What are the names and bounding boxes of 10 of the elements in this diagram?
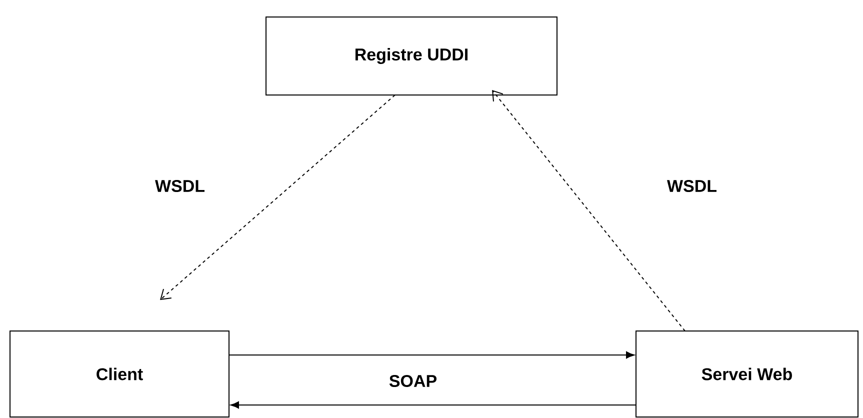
- arrow: [492, 90, 686, 332]
- edge-label: WSDL: [666, 178, 718, 194]
- edge-label: WSDL: [154, 178, 206, 194]
- arrow: [160, 94, 396, 300]
- process-box: Client: [10, 330, 230, 418]
- process-box: Registre UDDI: [266, 16, 558, 96]
- process-box: Servei Web: [636, 330, 858, 418]
- arrow: [228, 351, 635, 359]
- arrow: [230, 401, 636, 409]
- edge-label: SOAP: [388, 374, 438, 388]
